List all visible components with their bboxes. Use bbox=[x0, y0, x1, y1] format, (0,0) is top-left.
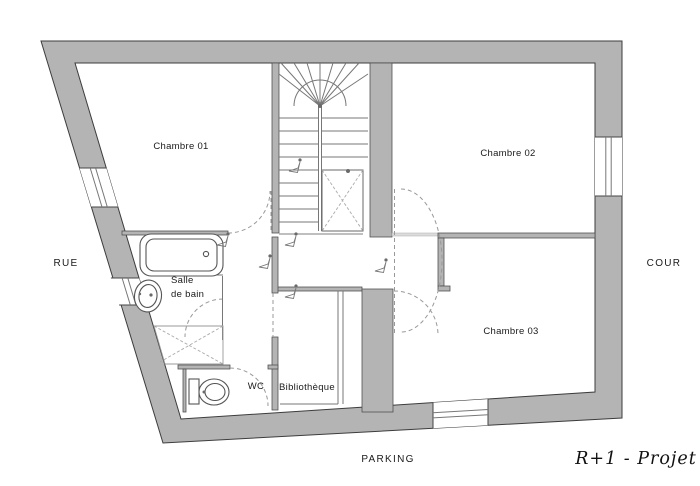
lintel-hall-end bbox=[391, 232, 439, 237]
drawing-caption: R+1 - Projet bbox=[574, 449, 697, 469]
window-left-upper bbox=[79, 167, 118, 208]
wall-stub-foot bbox=[437, 285, 451, 292]
window-right bbox=[595, 136, 622, 197]
site-label-rue: RUE bbox=[53, 258, 78, 269]
door-wc bbox=[229, 367, 269, 407]
wall-stairwell-chambre02 bbox=[369, 62, 393, 238]
exterior-walls bbox=[40, 40, 623, 444]
toilet-icon bbox=[188, 378, 230, 406]
wall-hall-bibliotheque bbox=[276, 286, 363, 292]
washbasin-icon bbox=[133, 279, 163, 313]
wall-wc-left bbox=[182, 368, 187, 413]
site-label-parking: PARKING bbox=[361, 454, 414, 465]
room-label-wc: WC bbox=[248, 381, 264, 392]
wall-chambre02-chambre03 bbox=[437, 232, 596, 239]
bathtub-icon bbox=[139, 233, 224, 277]
room-label-chambre-01: Chambre 01 bbox=[153, 141, 208, 152]
room-label-salle-de-bain-2: de bain bbox=[171, 289, 204, 300]
door-bathroom bbox=[184, 298, 224, 338]
central-column bbox=[361, 288, 394, 413]
room-label-chambre-02: Chambre 02 bbox=[480, 148, 535, 159]
wall-chambre01-stairwell bbox=[271, 62, 280, 234]
wall-bathroom-hall-upper bbox=[271, 236, 279, 294]
door-hall-double bbox=[400, 188, 443, 333]
stair-shaft bbox=[321, 169, 364, 232]
site-label-cour: COUR bbox=[647, 258, 682, 269]
bibliotheque-shelves bbox=[280, 291, 344, 405]
interior-walls bbox=[121, 62, 596, 413]
switch-symbols bbox=[216, 158, 388, 300]
window-bottom bbox=[432, 399, 489, 429]
wall-wc-top-left bbox=[177, 364, 231, 370]
door-chambre01 bbox=[227, 190, 271, 234]
room-label-salle-de-bain-1: Salle bbox=[171, 275, 194, 286]
room-label-chambre-03: Chambre 03 bbox=[483, 326, 538, 337]
staircase bbox=[278, 62, 369, 235]
wall-wc-top-right bbox=[267, 364, 279, 370]
door-chambre03 bbox=[393, 290, 439, 336]
door-swings bbox=[184, 188, 443, 407]
room-label-bibliotheque: Bibliothèque bbox=[279, 382, 335, 393]
wall-bibliotheque-left bbox=[271, 336, 279, 411]
